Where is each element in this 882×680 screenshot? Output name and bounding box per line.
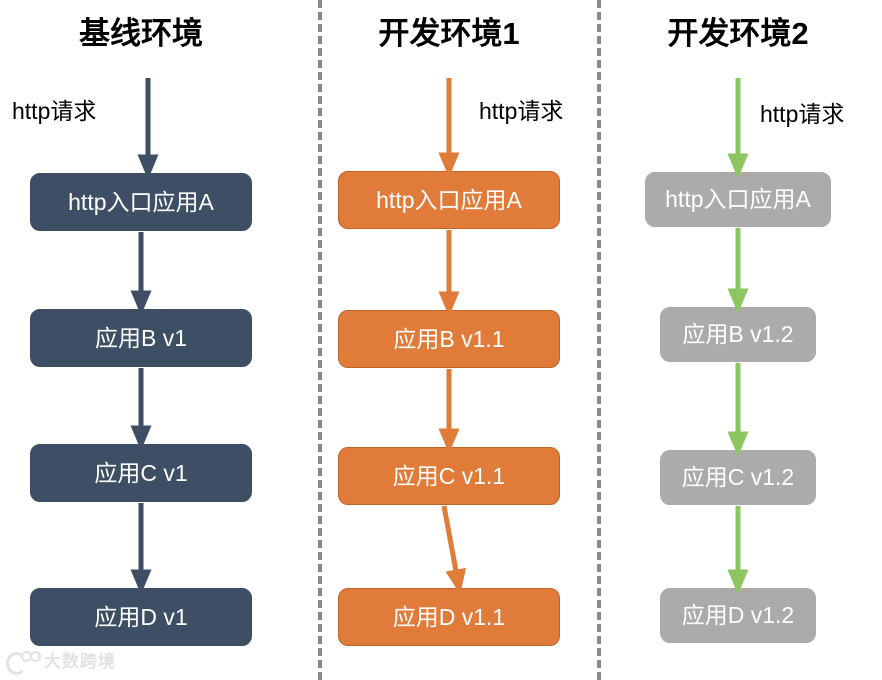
node-dev2-app-d[interactable]: 应用D v1.2 xyxy=(660,588,816,643)
request-label-dev1: http请求 xyxy=(479,98,564,124)
node-label: 应用B v1.1 xyxy=(393,325,505,352)
node-label: 应用D v1 xyxy=(94,603,188,630)
node-baseline-app-d[interactable]: 应用D v1 xyxy=(30,588,252,646)
column-title-baseline: 基线环境 xyxy=(79,16,203,51)
node-dev1-app-b[interactable]: 应用B v1.1 xyxy=(338,310,560,368)
watermark-logo-icon xyxy=(6,650,41,675)
node-label: http入口应用A xyxy=(376,186,522,213)
request-label-baseline: http请求 xyxy=(12,98,97,124)
watermark: 大数跨境 xyxy=(6,650,116,675)
node-label: 应用B v1 xyxy=(94,324,188,351)
node-label: http入口应用A xyxy=(665,186,811,212)
node-baseline-http-entry-a[interactable]: http入口应用A xyxy=(30,173,252,231)
node-baseline-app-b[interactable]: 应用B v1 xyxy=(30,309,252,367)
node-label: 应用C v1.2 xyxy=(681,464,795,490)
node-dev1-http-entry-a[interactable]: http入口应用A xyxy=(338,171,560,229)
node-dev2-app-b[interactable]: 应用B v1.2 xyxy=(660,307,816,362)
node-label: 应用B v1.2 xyxy=(682,321,794,347)
column-title-dev1: 开发环境1 xyxy=(378,16,520,51)
request-label-dev2: http请求 xyxy=(760,101,845,127)
node-label: 应用D v1.1 xyxy=(392,603,506,630)
column-title-dev2: 开发环境2 xyxy=(667,16,809,51)
node-dev1-app-c[interactable]: 应用C v1.1 xyxy=(338,447,560,505)
column-divider-2 xyxy=(597,0,601,680)
column-divider-1 xyxy=(318,0,322,680)
node-baseline-app-c[interactable]: 应用C v1 xyxy=(30,444,252,502)
node-dev2-http-entry-a[interactable]: http入口应用A xyxy=(645,172,831,227)
node-label: 应用C v1 xyxy=(94,459,188,486)
arrow-dev1-c-to-d xyxy=(441,505,467,595)
watermark-text: 大数跨境 xyxy=(44,651,116,671)
node-label: http入口应用A xyxy=(68,188,214,215)
node-dev1-app-d[interactable]: 应用D v1.1 xyxy=(338,588,560,646)
node-label: 应用C v1.1 xyxy=(392,462,506,489)
node-dev2-app-c[interactable]: 应用C v1.2 xyxy=(660,450,816,505)
node-label: 应用D v1.2 xyxy=(681,602,795,628)
